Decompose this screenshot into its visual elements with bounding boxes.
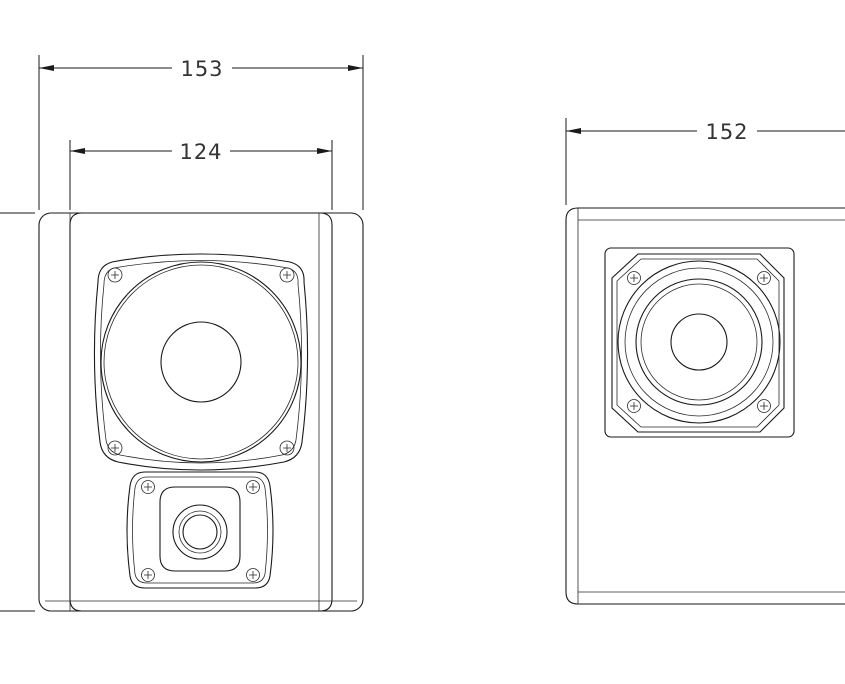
tweeter-waveguide (159, 486, 241, 572)
dimension-153: 153 (38, 55, 364, 210)
tweeter-screw-bottom-left (141, 568, 155, 582)
side-driver-frame-inner (616, 258, 780, 428)
side-driver-surround (617, 260, 781, 424)
woofer-surround (100, 261, 302, 463)
tweeter-dome-outer (178, 510, 222, 554)
front-cabinet-outline (38, 212, 364, 612)
tweeter-screw-top-left (141, 480, 155, 494)
side-driver-dust-cap (670, 313, 728, 371)
tweeter-surround (172, 504, 228, 560)
side-driver-frame (611, 253, 785, 433)
side-driver-surround-inner (624, 267, 774, 417)
side-screw-bottom-right (757, 399, 771, 413)
front-view: 153 124 (0, 55, 364, 612)
side-screw-bottom-left (627, 399, 641, 413)
dimension-124: 124 (69, 140, 333, 210)
woofer-dust-cap (160, 321, 242, 403)
front-baffle-outline (69, 212, 333, 612)
tweeter-screw-bottom-right (246, 568, 260, 582)
woofer-frame (93, 253, 309, 471)
side-view: 152 (565, 118, 845, 605)
dimension-153-label: 153 (180, 57, 223, 81)
tweeter-screw-top-right (246, 480, 260, 494)
woofer-screw-bottom-left (107, 440, 123, 456)
side-screw-top-right (757, 271, 771, 285)
woofer-surround-inner (103, 264, 299, 460)
tweeter-plate-inner (132, 476, 268, 584)
tweeter-plate (126, 471, 274, 589)
woofer-screw-top-right (279, 267, 295, 283)
dimension-152: 152 (565, 118, 845, 205)
side-screw-top-left (627, 271, 641, 285)
dimension-124-label: 124 (179, 140, 222, 164)
side-driver-cone-inner (640, 283, 758, 401)
woofer-screw-top-left (107, 267, 123, 283)
side-cabinet-outline (565, 207, 845, 605)
dimension-152-label: 152 (705, 120, 748, 144)
woofer-screw-bottom-right (279, 440, 295, 456)
tweeter-dome (182, 514, 218, 550)
side-driver-cone (635, 278, 763, 406)
side-driver-plate (604, 247, 795, 438)
